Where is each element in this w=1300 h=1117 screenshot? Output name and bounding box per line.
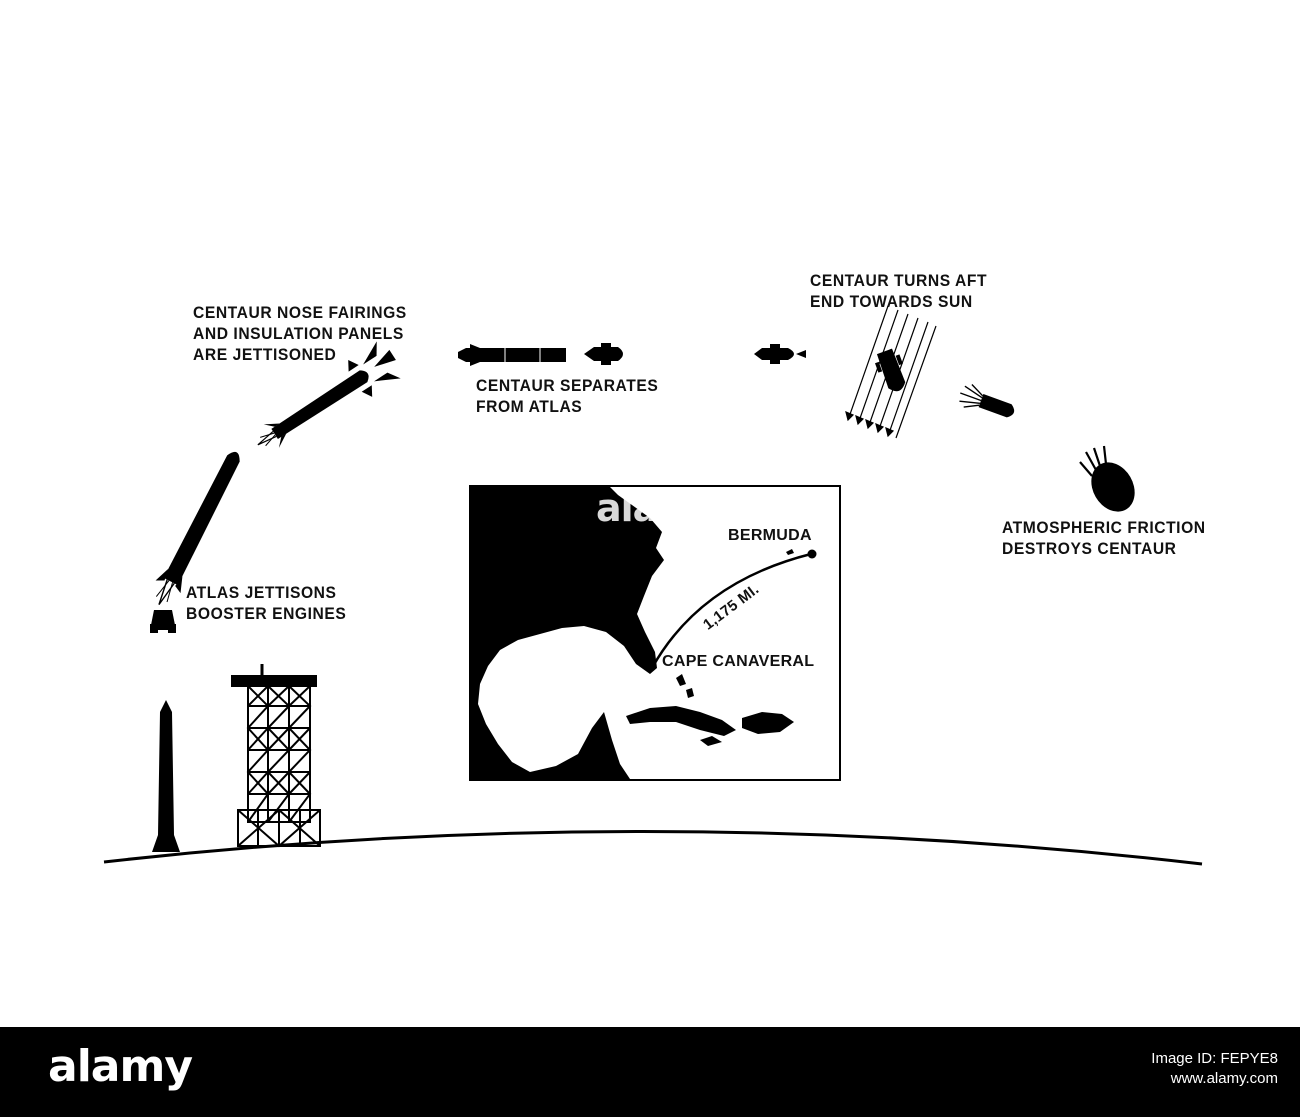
bermuda-island-mark	[786, 549, 794, 555]
label-nose-fairings: CENTAUR NOSE FAIRINGS AND INSULATION PAN…	[193, 303, 407, 364]
ascending-rocket	[155, 451, 240, 606]
atlas-stage-separated	[458, 344, 566, 366]
north-america-landmass	[471, 487, 664, 779]
map-label-cape-canaveral: CAPE CANAVERAL	[662, 653, 815, 670]
atlas-rocket-on-pad	[152, 700, 180, 852]
label-separates: CENTAUR SEPARATES FROM ATLAS	[476, 376, 659, 416]
centaur-stage-1	[584, 343, 623, 365]
footer-logo: alamy	[48, 1041, 193, 1092]
diagram-canvas: CENTAUR NOSE FAIRINGS AND INSULATION PAN…	[103, 271, 1206, 866]
rocket-shedding-fairings	[257, 341, 401, 448]
hispaniola-island	[742, 712, 794, 734]
map-inset	[469, 485, 841, 781]
image-id-text: Image ID: FEPYE8	[1151, 1050, 1278, 1067]
footer-image-id: Image ID: FEPYE8 www.alamy.com	[1151, 1049, 1278, 1089]
label-booster-jettison: ATLAS JETTISONS BOOSTER ENGINES	[186, 583, 347, 623]
map-label-bermuda: BERMUDA	[728, 527, 812, 544]
cuba-island	[626, 706, 736, 736]
centaur-turning	[874, 348, 906, 392]
launch-gantry	[231, 664, 321, 848]
bermuda-marker	[807, 549, 817, 559]
label-turns-aft: CENTAUR TURNS AFT END TOWARDS SUN	[810, 271, 988, 311]
centaur-burning	[1079, 445, 1135, 512]
label-atmospheric-friction: ATMOSPHERIC FRICTION DESTROYS CENTAUR	[1002, 518, 1206, 558]
centaur-descending	[959, 383, 1015, 418]
flight-track	[650, 552, 812, 669]
footer-bar: alamy Image ID: FEPYE8 www.alamy.com	[0, 1027, 1300, 1117]
watermark-text: alamy	[596, 486, 721, 530]
jamaica-island	[700, 736, 722, 746]
site-url-text: www.alamy.com	[1170, 1070, 1278, 1087]
booster-engine-section	[150, 610, 176, 633]
centaur-stage-2	[754, 344, 806, 364]
bahamas-islands	[676, 674, 694, 698]
mission-diagram	[103, 305, 1203, 866]
